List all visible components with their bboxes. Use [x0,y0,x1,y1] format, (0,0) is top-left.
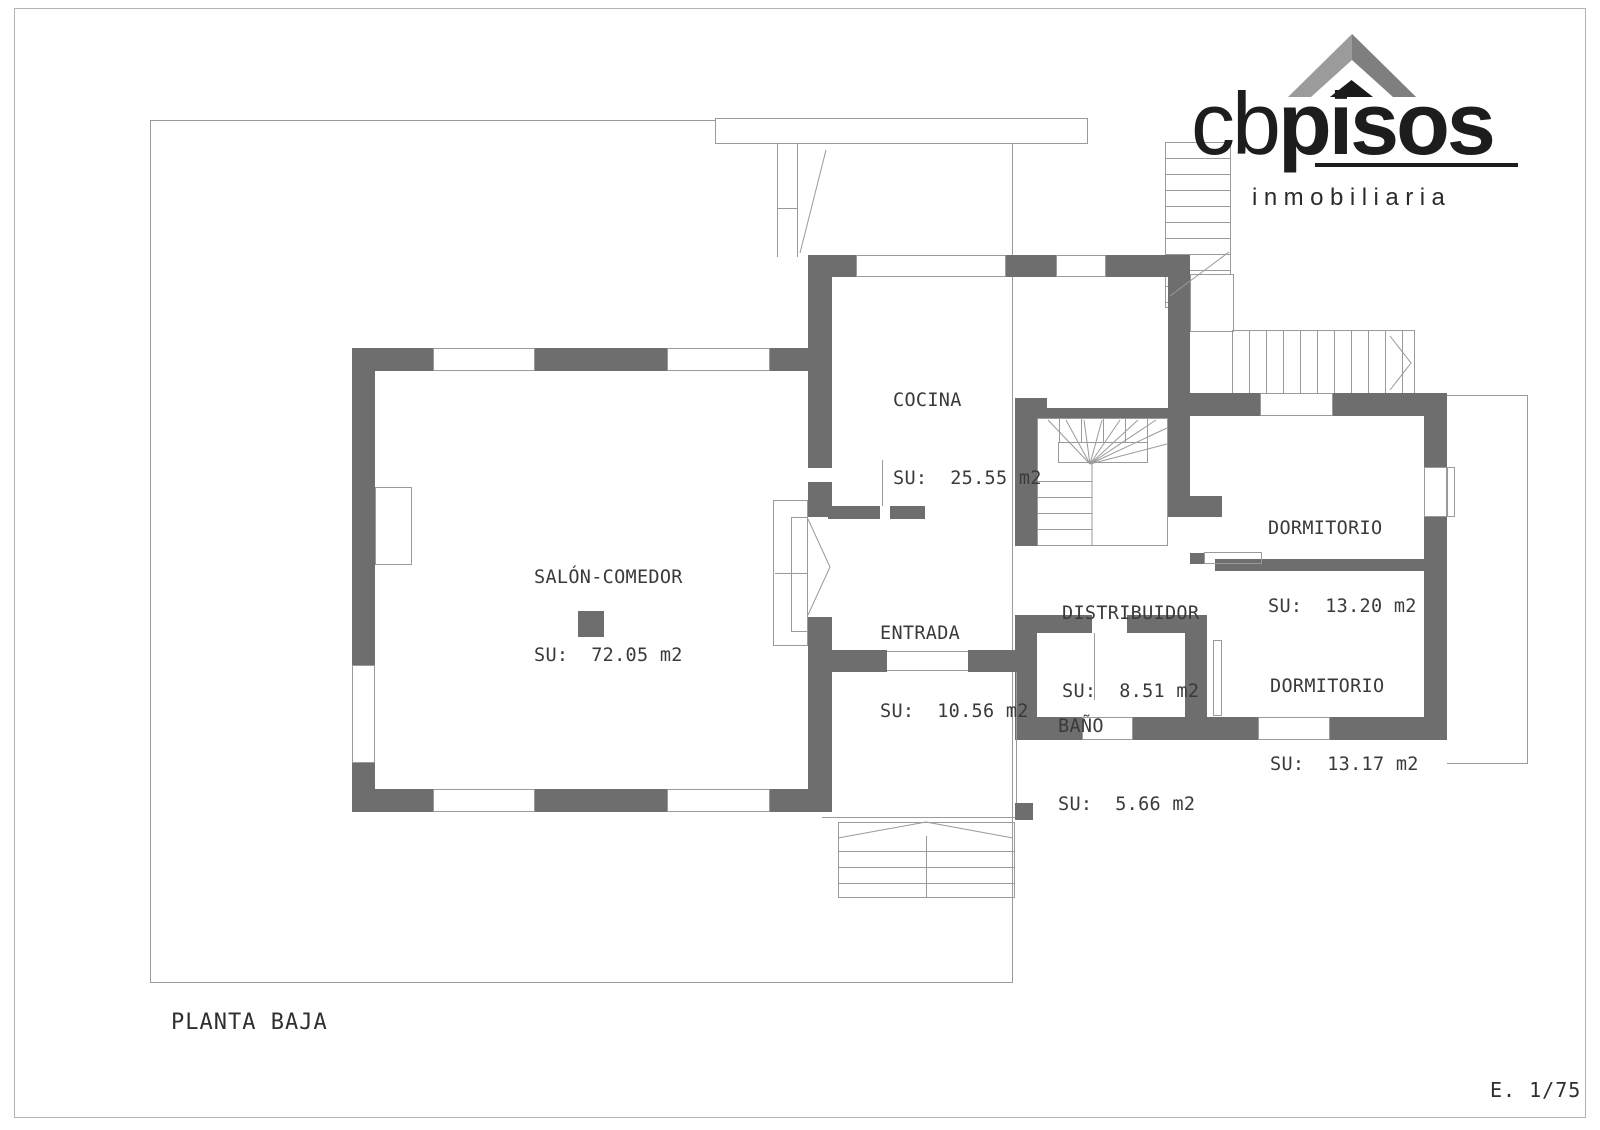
door-leaf [882,460,883,506]
room-label-dormitorio-2: DORMITORIO SU: 13.17 m2 [1270,622,1419,830]
stair-landing [1190,274,1234,332]
scale-note: E. 1/75 [1490,1078,1582,1102]
door-jamb [1190,553,1204,564]
wall-center-lower [808,617,832,812]
room-name: ENTRADA [880,623,961,644]
window [1424,467,1447,517]
window [352,665,375,763]
room-label-bano: BAÑO SU: 5.66 m2 [1058,662,1195,870]
window [667,348,770,371]
stair-winder-outline [1037,418,1168,546]
wall-divider [828,506,880,519]
room-area: SU: 13.17 m2 [1270,754,1419,775]
wall-bano-top [1127,615,1185,633]
room-name: COCINA [893,390,962,411]
room-area: SU: 25.55 m2 [893,468,1042,489]
brand-wordmark: cbpisos [1191,80,1496,168]
room-label-entrada: ENTRADA SU: 10.56 m2 [880,569,1029,777]
exterior-stair-horizontal [1232,330,1415,396]
overhang-line [1447,395,1527,396]
room-label-cocina: COCINA SU: 25.55 m2 [893,336,1042,544]
room-area: SU: 5.66 m2 [1058,794,1196,815]
door-threshold [887,651,968,652]
wall-pier [1015,803,1033,820]
wall-bano-left [1015,615,1037,717]
page-border [14,8,1586,1118]
room-label-distribuidor: DISTRIBUIDOR SU: 8.51 m2 [1062,549,1199,757]
wall-stair-bar [1047,408,1168,418]
stair-winder-inner [1058,442,1148,463]
wall-stair-left [1015,398,1037,546]
room-area: SU: 13.20 m2 [1268,596,1417,617]
pier-line [1016,672,1017,803]
wall-stub [1190,496,1222,517]
walkway-tick [777,208,797,209]
door-leaf [1204,552,1262,564]
window [433,348,535,371]
room-area: SU: 10.56 m2 [880,701,1029,722]
room-name: BAÑO [1058,716,1104,737]
door-leaf [1094,633,1095,700]
window [1082,717,1133,740]
terrace-edge [822,817,1016,818]
wall-bano-right [1185,615,1207,717]
brand-prefix: cb [1191,74,1281,173]
wall-entrada-bottom [832,650,887,672]
room-name: DORMITORIO [1270,676,1385,697]
window [1258,717,1330,740]
wall-cocina-right [1168,255,1190,517]
window [667,789,770,812]
door-swing-line [775,573,808,574]
room-area: SU: 72.05 m2 [534,645,683,666]
parcel-outline [150,120,1013,983]
room-area: SU: 8.51 m2 [1062,681,1200,702]
pillar [578,611,604,637]
wall-divider [890,506,925,519]
entry-steps-center [926,836,927,898]
stair-winder-lower-run [1038,466,1092,545]
walkway-line [797,144,798,257]
stair-winder-top-run [1038,419,1167,443]
room-label-salon: SALÓN-COMEDOR SU: 72.05 m2 [534,513,683,721]
overhang-line [1527,395,1528,764]
wall-wing-right [1424,393,1447,740]
window-sill [1447,467,1455,517]
plan-title: PLANTA BAJA [171,1010,328,1035]
wall-entrada-bottom [968,650,1017,672]
overhang-line [1447,763,1527,764]
wall-dorm-divider [1215,559,1424,571]
room-name: DISTRIBUIDOR [1062,603,1200,624]
brand-underline [1315,163,1518,167]
window [856,255,1006,277]
brand-suffix: pisos [1277,74,1496,173]
door-swing-outline [791,517,808,632]
door-leaf [1213,640,1222,716]
window [433,789,535,812]
room-name: SALÓN-COMEDOR [534,567,683,588]
room-label-dormitorio-1: DORMITORIO SU: 13.20 m2 [1268,464,1417,672]
window [1056,255,1106,277]
window [1260,393,1333,416]
wall-jamb-gap [808,468,832,482]
room-name: DORMITORIO [1268,518,1383,539]
brand-tagline: inmobiliaria [1252,184,1452,211]
door-threshold [887,670,968,671]
walkway-line [777,144,778,257]
porch-outline [715,118,1088,144]
fireplace [375,487,412,565]
